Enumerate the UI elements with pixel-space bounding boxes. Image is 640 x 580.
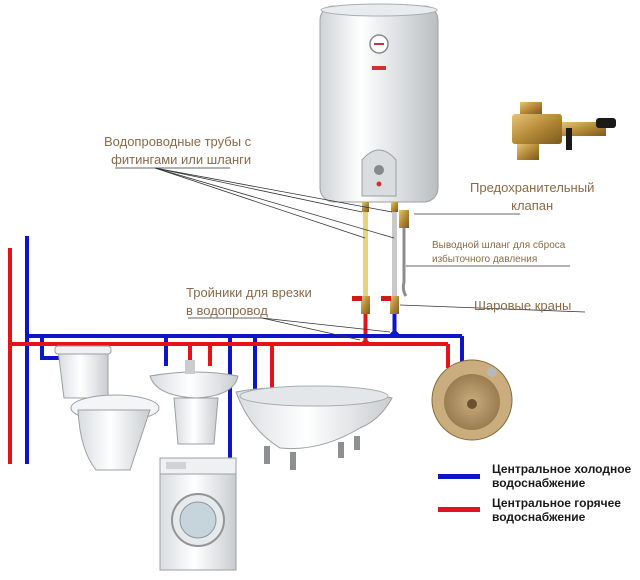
legend-cold-swatch: [438, 474, 480, 479]
legend-cold-line-2: водоснабжение: [492, 476, 586, 490]
heater-connections: [352, 202, 409, 346]
bathtub: [235, 385, 393, 470]
legend-hot-swatch: [438, 507, 480, 512]
legend-cold-label: Центральное холодное водоснабжение: [492, 462, 631, 490]
legend-cold-line-1: Центральное холодное: [492, 462, 632, 476]
safety-valve-label-line-1: Предохранительный: [470, 180, 595, 195]
legend-hot-label: Центральное горячее водоснабжение: [492, 496, 621, 524]
drain-hose-label-line-1: Выводной шланг для сброса: [432, 240, 566, 251]
washbasin: [149, 360, 239, 445]
tees-label-line-1: Тройники для врезки: [186, 285, 312, 300]
leader-lines: [115, 167, 586, 341]
pipes-label-line-1: Водопроводные трубы с: [104, 134, 252, 149]
heater-safety-valve: [399, 210, 409, 228]
control-knob-icon: [374, 165, 384, 175]
pipes-label: Водопроводные трубы с фитингами или шлан…: [104, 134, 251, 168]
brand-logo: [372, 66, 386, 70]
drain-hose-label-line-2: избыточного давления: [432, 254, 538, 265]
water-heater: [319, 3, 439, 203]
drain-hose-label: Выводной шланг для сброса избыточного да…: [432, 240, 565, 266]
toilet: [54, 345, 160, 471]
safety-valve-label: Предохранительный клапан: [470, 180, 594, 214]
ball-valve-hot: [381, 296, 399, 314]
legend-hot-line-1: Центральное горячее: [492, 496, 621, 510]
legend-hot-line-2: водоснабжение: [492, 510, 586, 524]
pipes-label-line-2: фитингами или шланги: [111, 152, 252, 167]
ball-valves-label: Шаровые краны: [474, 298, 572, 313]
safety-valve-label-line-2: клапан: [511, 198, 554, 213]
ball-valve-cold: [352, 296, 370, 314]
safety-valve-picture: [512, 102, 616, 160]
drain-hose: [401, 228, 408, 297]
kitchen-sink: [431, 359, 513, 441]
tees-label: Тройники для врезки в водопровод: [186, 285, 312, 319]
tees-label-line-2: в водопровод: [186, 303, 268, 318]
washing-machine: [159, 457, 237, 571]
